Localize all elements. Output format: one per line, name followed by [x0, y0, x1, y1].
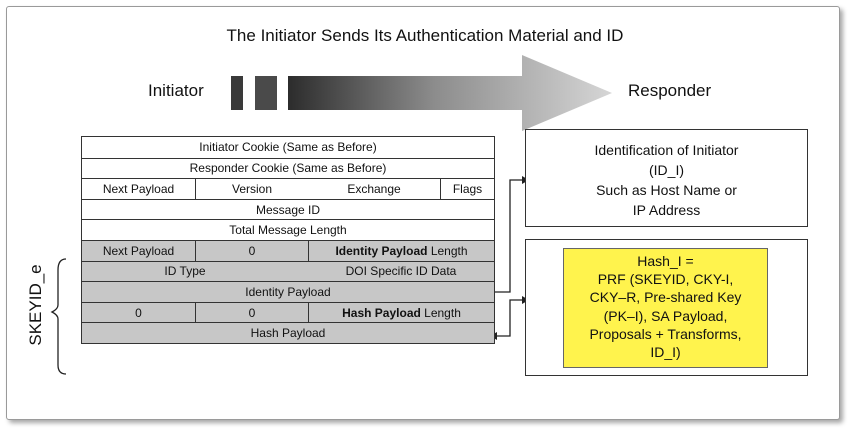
- table-row: 0 0 Hash Payload Length: [82, 301, 494, 323]
- hash-next-payload-cell: 0: [135, 305, 142, 320]
- identification-box: Identification of Initiator (ID_I) Such …: [525, 129, 808, 227]
- identity-payload-length-bold: Identity Payload: [335, 243, 428, 258]
- hash-payload-length-bold: Hash Payload: [342, 305, 421, 320]
- hash-formula-box: Hash_I = PRF (SKEYID, CKY-I, CKY–R, Pre-…: [563, 248, 768, 368]
- initiator-label: Initiator: [148, 81, 204, 100]
- message-id-cell: Message ID: [255, 202, 321, 217]
- skeyid-e-label: SKEYID_e: [26, 264, 45, 346]
- hash-payload-length-suffix: Length: [420, 305, 461, 320]
- hash-payload-cell: Hash Payload: [250, 326, 326, 341]
- doi-data-cell: DOI Specific ID Data: [345, 264, 457, 279]
- next-payload-cell: Next Payload: [102, 181, 175, 196]
- total-length-cell: Total Message Length: [229, 223, 347, 238]
- identification-line: Identification of Initiator: [594, 142, 739, 158]
- table-row: Responder Cookie (Same as Before): [82, 157, 494, 179]
- id-next-payload-cell: Next Payload: [102, 243, 175, 258]
- table-row: Message ID: [82, 198, 494, 220]
- table-row: Total Message Length: [82, 219, 494, 240]
- hash-line: CKY–R, Pre-shared Key: [589, 289, 742, 306]
- version-cell: Version: [195, 179, 308, 199]
- identity-payload-cell: Identity Payload: [245, 284, 331, 299]
- skeyid-brace: [50, 258, 67, 375]
- hash-outer-box: Hash_I = PRF (SKEYID, CKY-I, CKY–R, Pre-…: [525, 239, 808, 376]
- flow-arrow-body: [288, 55, 612, 131]
- hash-payload-length-cell: Hash Payload Length: [308, 302, 494, 323]
- identity-payload-length-suffix: Length: [427, 243, 468, 258]
- identity-payload-length-cell: Identity Payload Length: [308, 240, 494, 261]
- responder-label: Responder: [628, 81, 712, 100]
- id-type-cell: ID Type: [164, 264, 206, 279]
- table-row: Next Payload 0 Identity Payload Length: [82, 239, 494, 261]
- exchange-cell: Exchange: [347, 181, 401, 196]
- hash-line: Proposals + Transforms,: [589, 325, 742, 342]
- identification-line: (ID_I): [649, 162, 684, 178]
- diagram-title: The Initiator Sends Its Authentication M…: [226, 26, 624, 45]
- table-row: Next Payload Version Exchange Flags: [82, 178, 494, 199]
- identification-line: Such as Host Name or: [596, 182, 737, 198]
- hash-line: (PK–I), SA Payload,: [603, 307, 728, 324]
- flow-block-1: [231, 76, 243, 110]
- hash-line: PRF (SKEYID, CKY-I,: [597, 271, 734, 288]
- id-reserved-cell: 0: [195, 240, 308, 261]
- table-row: Hash Payload: [82, 322, 494, 343]
- connector-id: [495, 179, 522, 293]
- connector-hash: [497, 299, 522, 337]
- initiator-cookie-cell: Initiator Cookie (Same as Before): [199, 140, 377, 155]
- hash-line: Hash_I =: [637, 253, 694, 269]
- responder-cookie-cell: Responder Cookie (Same as Before): [189, 161, 387, 176]
- hash-reserved-cell: 0: [195, 302, 308, 323]
- isakmp-packet-table: Initiator Cookie (Same as Before) Respon…: [81, 136, 495, 344]
- table-row: Initiator Cookie (Same as Before): [82, 137, 494, 158]
- identification-line: IP Address: [632, 202, 701, 218]
- table-row: ID Type DOI Specific ID Data: [82, 260, 494, 282]
- table-row: Identity Payload: [82, 281, 494, 302]
- flags-cell: Flags: [440, 179, 494, 199]
- hash-line: ID_I): [650, 344, 681, 361]
- flow-block-2: [255, 76, 277, 110]
